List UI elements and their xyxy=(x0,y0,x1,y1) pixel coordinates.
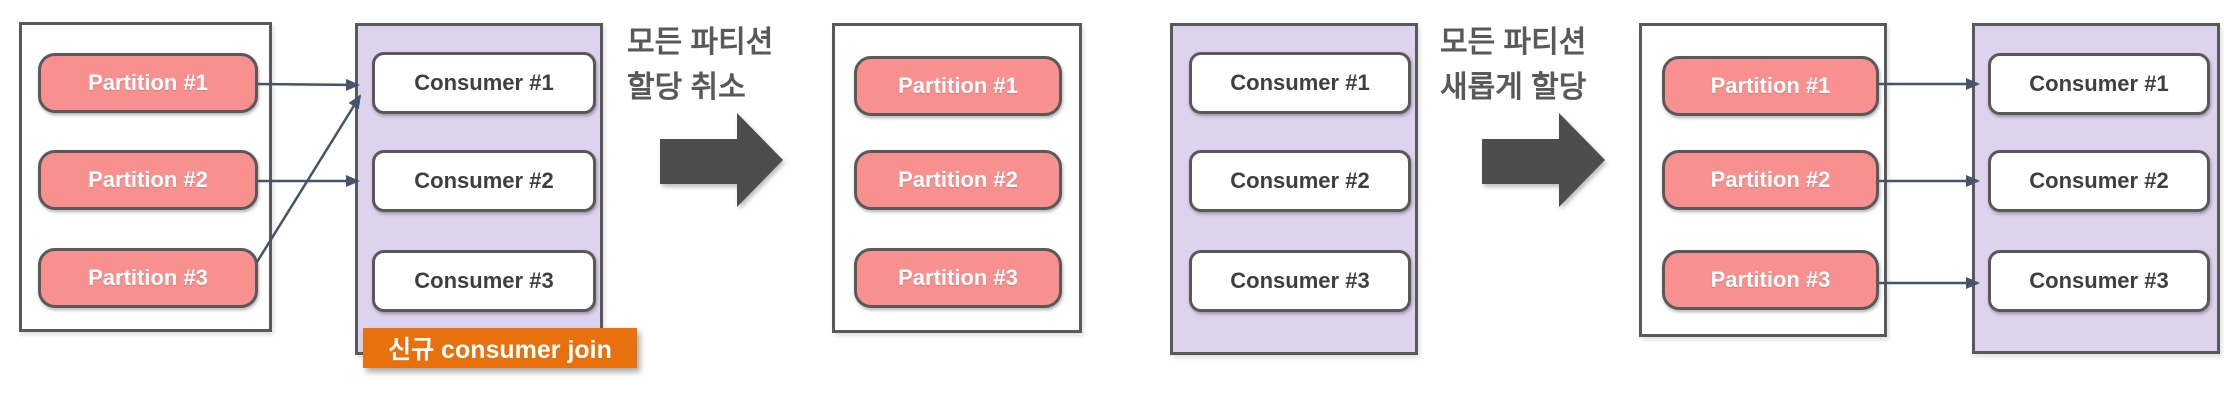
consumer-box: Consumer #2 xyxy=(1189,150,1411,212)
consumer-box: Consumer #2 xyxy=(1988,150,2210,212)
topic-box-after: Partition #1 Partition #2 Partition #3 xyxy=(1639,23,1887,337)
partition-box: Partition #2 xyxy=(38,150,258,210)
new-consumer-join-badge: 신규 consumer join xyxy=(363,328,637,368)
topic-box-revoked: Partition #1 Partition #2 Partition #3 xyxy=(832,23,1082,333)
partition-box: Partition #3 xyxy=(38,248,258,308)
assignment-arrow-p1-c1 xyxy=(257,78,360,91)
consumer-box: Consumer #1 xyxy=(1189,52,1411,114)
partition-box: Partition #2 xyxy=(854,150,1062,210)
consumer-group-box-before: Consumer #1 Consumer #2 Consumer #3 xyxy=(355,23,603,355)
consumer-box: Consumer #1 xyxy=(372,52,596,114)
step-label-line1: 모든 파티션 xyxy=(1440,26,1587,59)
step-label-line2: 새롭게 할당 xyxy=(1440,71,1587,104)
partition-box: Partition #1 xyxy=(38,53,258,113)
consumer-box: Consumer #3 xyxy=(1189,250,1411,312)
partition-box: Partition #3 xyxy=(1662,250,1879,310)
block-arrow-right-icon xyxy=(1482,113,1605,207)
consumer-box: Consumer #3 xyxy=(372,250,596,312)
step-label-revoke: 모든 파티션 할당 취소 xyxy=(627,20,773,110)
step-label-reassign: 모든 파티션 새롭게 할당 xyxy=(1440,20,1586,110)
assignment-arrow-p3-c1 xyxy=(255,94,362,263)
partition-box: Partition #2 xyxy=(1662,150,1879,210)
consumer-group-box-after: Consumer #1 Consumer #2 Consumer #3 xyxy=(1972,23,2220,354)
block-arrow-right-icon xyxy=(660,113,783,207)
topic-box-before: Partition #1 Partition #2 Partition #3 xyxy=(19,22,272,332)
partition-box: Partition #1 xyxy=(1662,56,1879,116)
step-label-line1: 모든 파티션 xyxy=(627,26,774,59)
partition-box: Partition #3 xyxy=(854,248,1062,308)
step-label-line2: 할당 취소 xyxy=(627,71,746,104)
consumer-box: Consumer #2 xyxy=(372,150,596,212)
consumer-group-box-revoked: Consumer #1 Consumer #2 Consumer #3 xyxy=(1170,23,1418,355)
consumer-box: Consumer #1 xyxy=(1988,53,2210,115)
partition-box: Partition #1 xyxy=(854,56,1062,116)
consumer-box: Consumer #3 xyxy=(1988,250,2210,312)
